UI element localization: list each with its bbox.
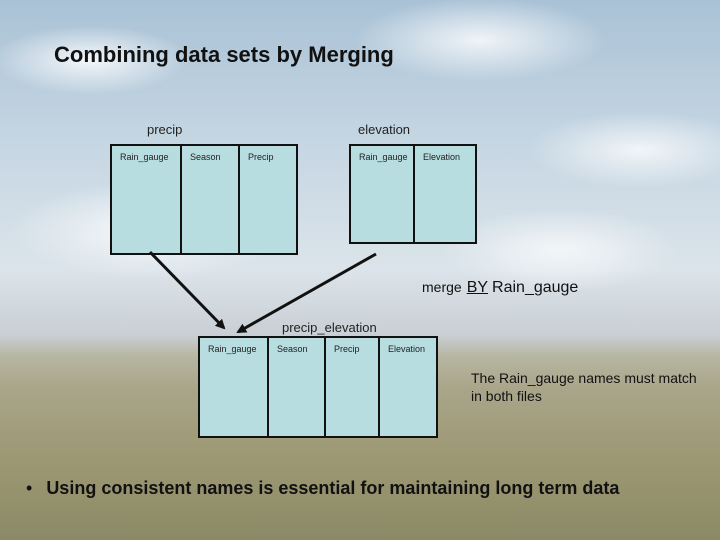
merge-key: Rain_gauge (492, 279, 579, 296)
bullet-text: Using consistent names is essential for … (46, 478, 620, 498)
bullet-dot-icon: • (26, 478, 33, 498)
elevation-col-rain-gauge: Rain_gauge (351, 146, 415, 242)
column-header: Rain_gauge (120, 152, 169, 162)
result-col-rain-gauge: Rain_gauge (200, 338, 269, 436)
elevation-table-label: elevation (358, 122, 411, 137)
arrow-from-elevation (236, 252, 377, 334)
column-header: Rain_gauge (208, 344, 257, 354)
by-word: BY (466, 279, 489, 296)
column-header: Rain_gauge (359, 152, 408, 162)
result-table-label: precip_elevation (282, 320, 377, 335)
bullet-point: • Using consistent names is essential for… (26, 478, 619, 499)
merge-word: merge (422, 279, 462, 295)
column-header: Season (190, 152, 221, 162)
merged-table: Rain_gauge Season Precip Elevation (198, 336, 438, 438)
column-header: Season (277, 344, 308, 354)
result-col-elevation: Elevation (380, 338, 434, 436)
slide-title: Combining data sets by Merging (54, 42, 394, 67)
column-header: Precip (248, 152, 274, 162)
precip-col-precip: Precip (240, 146, 296, 253)
elevation-col-elevation: Elevation (415, 146, 473, 242)
precip-col-season: Season (182, 146, 240, 253)
result-col-precip: Precip (326, 338, 380, 436)
column-header: Precip (334, 344, 360, 354)
elevation-table: Rain_gauge Elevation (349, 144, 477, 244)
arrow-from-precip (148, 250, 226, 330)
precip-table-label: precip (147, 122, 183, 137)
result-col-season: Season (269, 338, 326, 436)
precip-table: Rain_gauge Season Precip (110, 144, 298, 255)
column-header: Elevation (388, 344, 426, 354)
column-header: Elevation (423, 152, 461, 162)
precip-col-rain-gauge: Rain_gauge (112, 146, 182, 253)
match-note: The Rain_gauge names must match in both … (471, 370, 697, 404)
